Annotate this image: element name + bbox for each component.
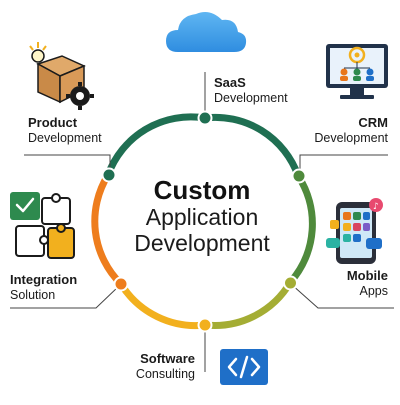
center-title: Custom Application Development [112, 175, 292, 257]
label-saas: SaaS Development [214, 75, 288, 105]
dot-software [197, 317, 213, 333]
leader-integration [10, 285, 120, 309]
saas-subtitle: Development [214, 90, 288, 105]
mobile-subtitle: Apps [359, 283, 389, 298]
mobile-title: Mobile [346, 268, 388, 283]
ring-segment-right [287, 174, 316, 285]
software-subtitle: Consulting [135, 366, 195, 381]
label-mobile: Mobile Apps [310, 268, 389, 298]
center-title-line-3: Development [134, 229, 270, 256]
ring-dots [101, 110, 307, 333]
box-gear-icon [29, 42, 94, 110]
integration-subtitle: Solution [10, 287, 56, 302]
saas-title: SaaS [214, 75, 246, 90]
dot-crm [291, 168, 307, 184]
code-icon [220, 349, 268, 385]
label-product: Product Development [28, 115, 102, 145]
leader-product [24, 154, 111, 175]
ring [91, 113, 316, 330]
crm-subtitle: Development [314, 130, 388, 145]
dot-saas [197, 110, 213, 126]
ring-segment-left [91, 173, 124, 287]
dot-mobile [283, 275, 298, 291]
label-software: Software Consulting [120, 351, 195, 381]
label-integration: Integration Solution [10, 272, 78, 302]
label-crm: CRM Development [296, 115, 388, 145]
mobile-apps-icon: ♪ [326, 198, 383, 264]
ring-segment-top-left [104, 113, 206, 177]
crm-title: CRM [358, 115, 388, 130]
center-title-line-1: Custom [153, 175, 251, 205]
ring-segment-bottom-left [118, 282, 206, 330]
leader-mobile [290, 283, 394, 309]
leader-crm [299, 154, 388, 175]
ring-segment-bottom-right [205, 280, 294, 329]
puzzle-icon [10, 192, 75, 259]
ring-segment-top-right [204, 113, 302, 178]
crm-monitor-icon [326, 44, 388, 99]
integration-title: Integration [10, 272, 78, 287]
product-title: Product [28, 115, 78, 130]
cloud-icon [166, 12, 247, 52]
dot-product [101, 167, 117, 183]
dot-integration [113, 276, 129, 292]
software-title: Software [140, 351, 195, 366]
svg-text:♪: ♪ [373, 202, 379, 212]
product-subtitle: Development [28, 130, 102, 145]
center-title-line-2: Application [145, 204, 259, 231]
